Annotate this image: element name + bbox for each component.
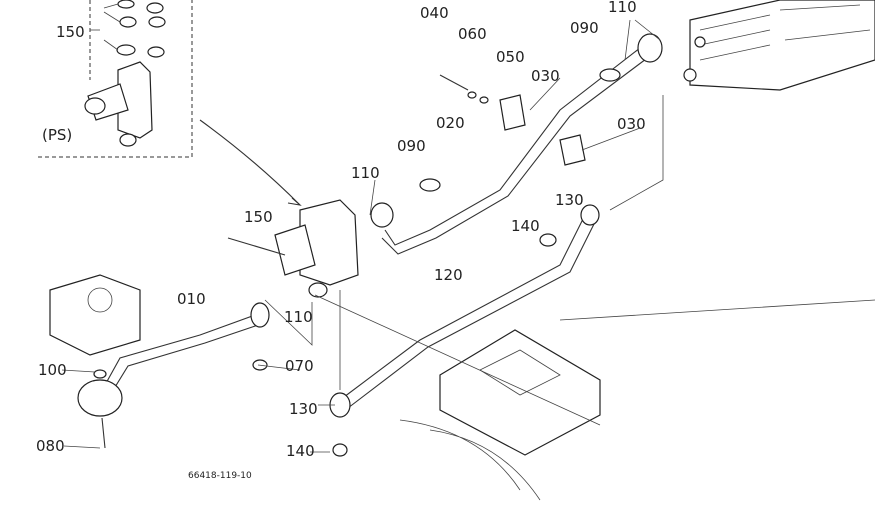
fitting-090-top: [637, 33, 663, 63]
callout-110-top: 110: [608, 0, 637, 16]
fitting-110-mid: [370, 202, 394, 228]
leader-arrow: [199, 119, 301, 206]
figure-id: 66418-119-10: [188, 471, 252, 481]
callout-070: 070: [285, 357, 314, 375]
callout-110-low: 110: [284, 308, 313, 326]
callout-030-right: 030: [617, 115, 646, 133]
callout-010: 010: [177, 290, 206, 308]
callout-110-mid: 110: [351, 164, 380, 182]
pipe-010: [104, 314, 256, 386]
valve-150: [227, 199, 359, 298]
ps-inset-box: [38, 0, 193, 158]
bracket-030-top: [499, 94, 526, 131]
callout-030-top: 030: [531, 67, 560, 85]
callout-ps: (PS): [42, 126, 73, 144]
callout-020: 020: [436, 114, 465, 132]
bolt-140-top: [539, 233, 557, 247]
arrow-head: [287, 197, 302, 206]
callout-130-low: 130: [289, 400, 318, 418]
callout-080: 080: [36, 437, 65, 455]
callout-060: 060: [458, 25, 487, 43]
tractor-body: [399, 299, 875, 501]
callout-140-low: 140: [286, 442, 315, 460]
callout-040: 040: [420, 4, 449, 22]
leader-lines: [61, 19, 664, 453]
pipe-120: [339, 214, 586, 401]
callout-100: 100: [38, 361, 67, 379]
inset-valve-parts: [84, 0, 166, 147]
callout-120: 120: [434, 266, 463, 284]
callout-090-top: 090: [570, 19, 599, 37]
bracket-030-right: [559, 134, 586, 166]
callout-150: 150: [244, 208, 273, 226]
callout-090-mid: 090: [397, 137, 426, 155]
bolt-090-top: [599, 68, 621, 82]
bolt-140-low: [332, 443, 348, 457]
callout-150-inset: 150: [56, 23, 85, 41]
hydraulic-pump: [683, 0, 875, 91]
bolt-040: [439, 74, 469, 91]
gear-case: [49, 274, 141, 449]
callout-140-top: 140: [511, 217, 540, 235]
pipe-020: [384, 47, 641, 246]
fitting-110-low: [250, 302, 270, 328]
callout-130-top: 130: [555, 191, 584, 209]
callout-050: 050: [496, 48, 525, 66]
fitting-130-top: [580, 204, 600, 226]
bolt-090-mid: [419, 178, 441, 192]
